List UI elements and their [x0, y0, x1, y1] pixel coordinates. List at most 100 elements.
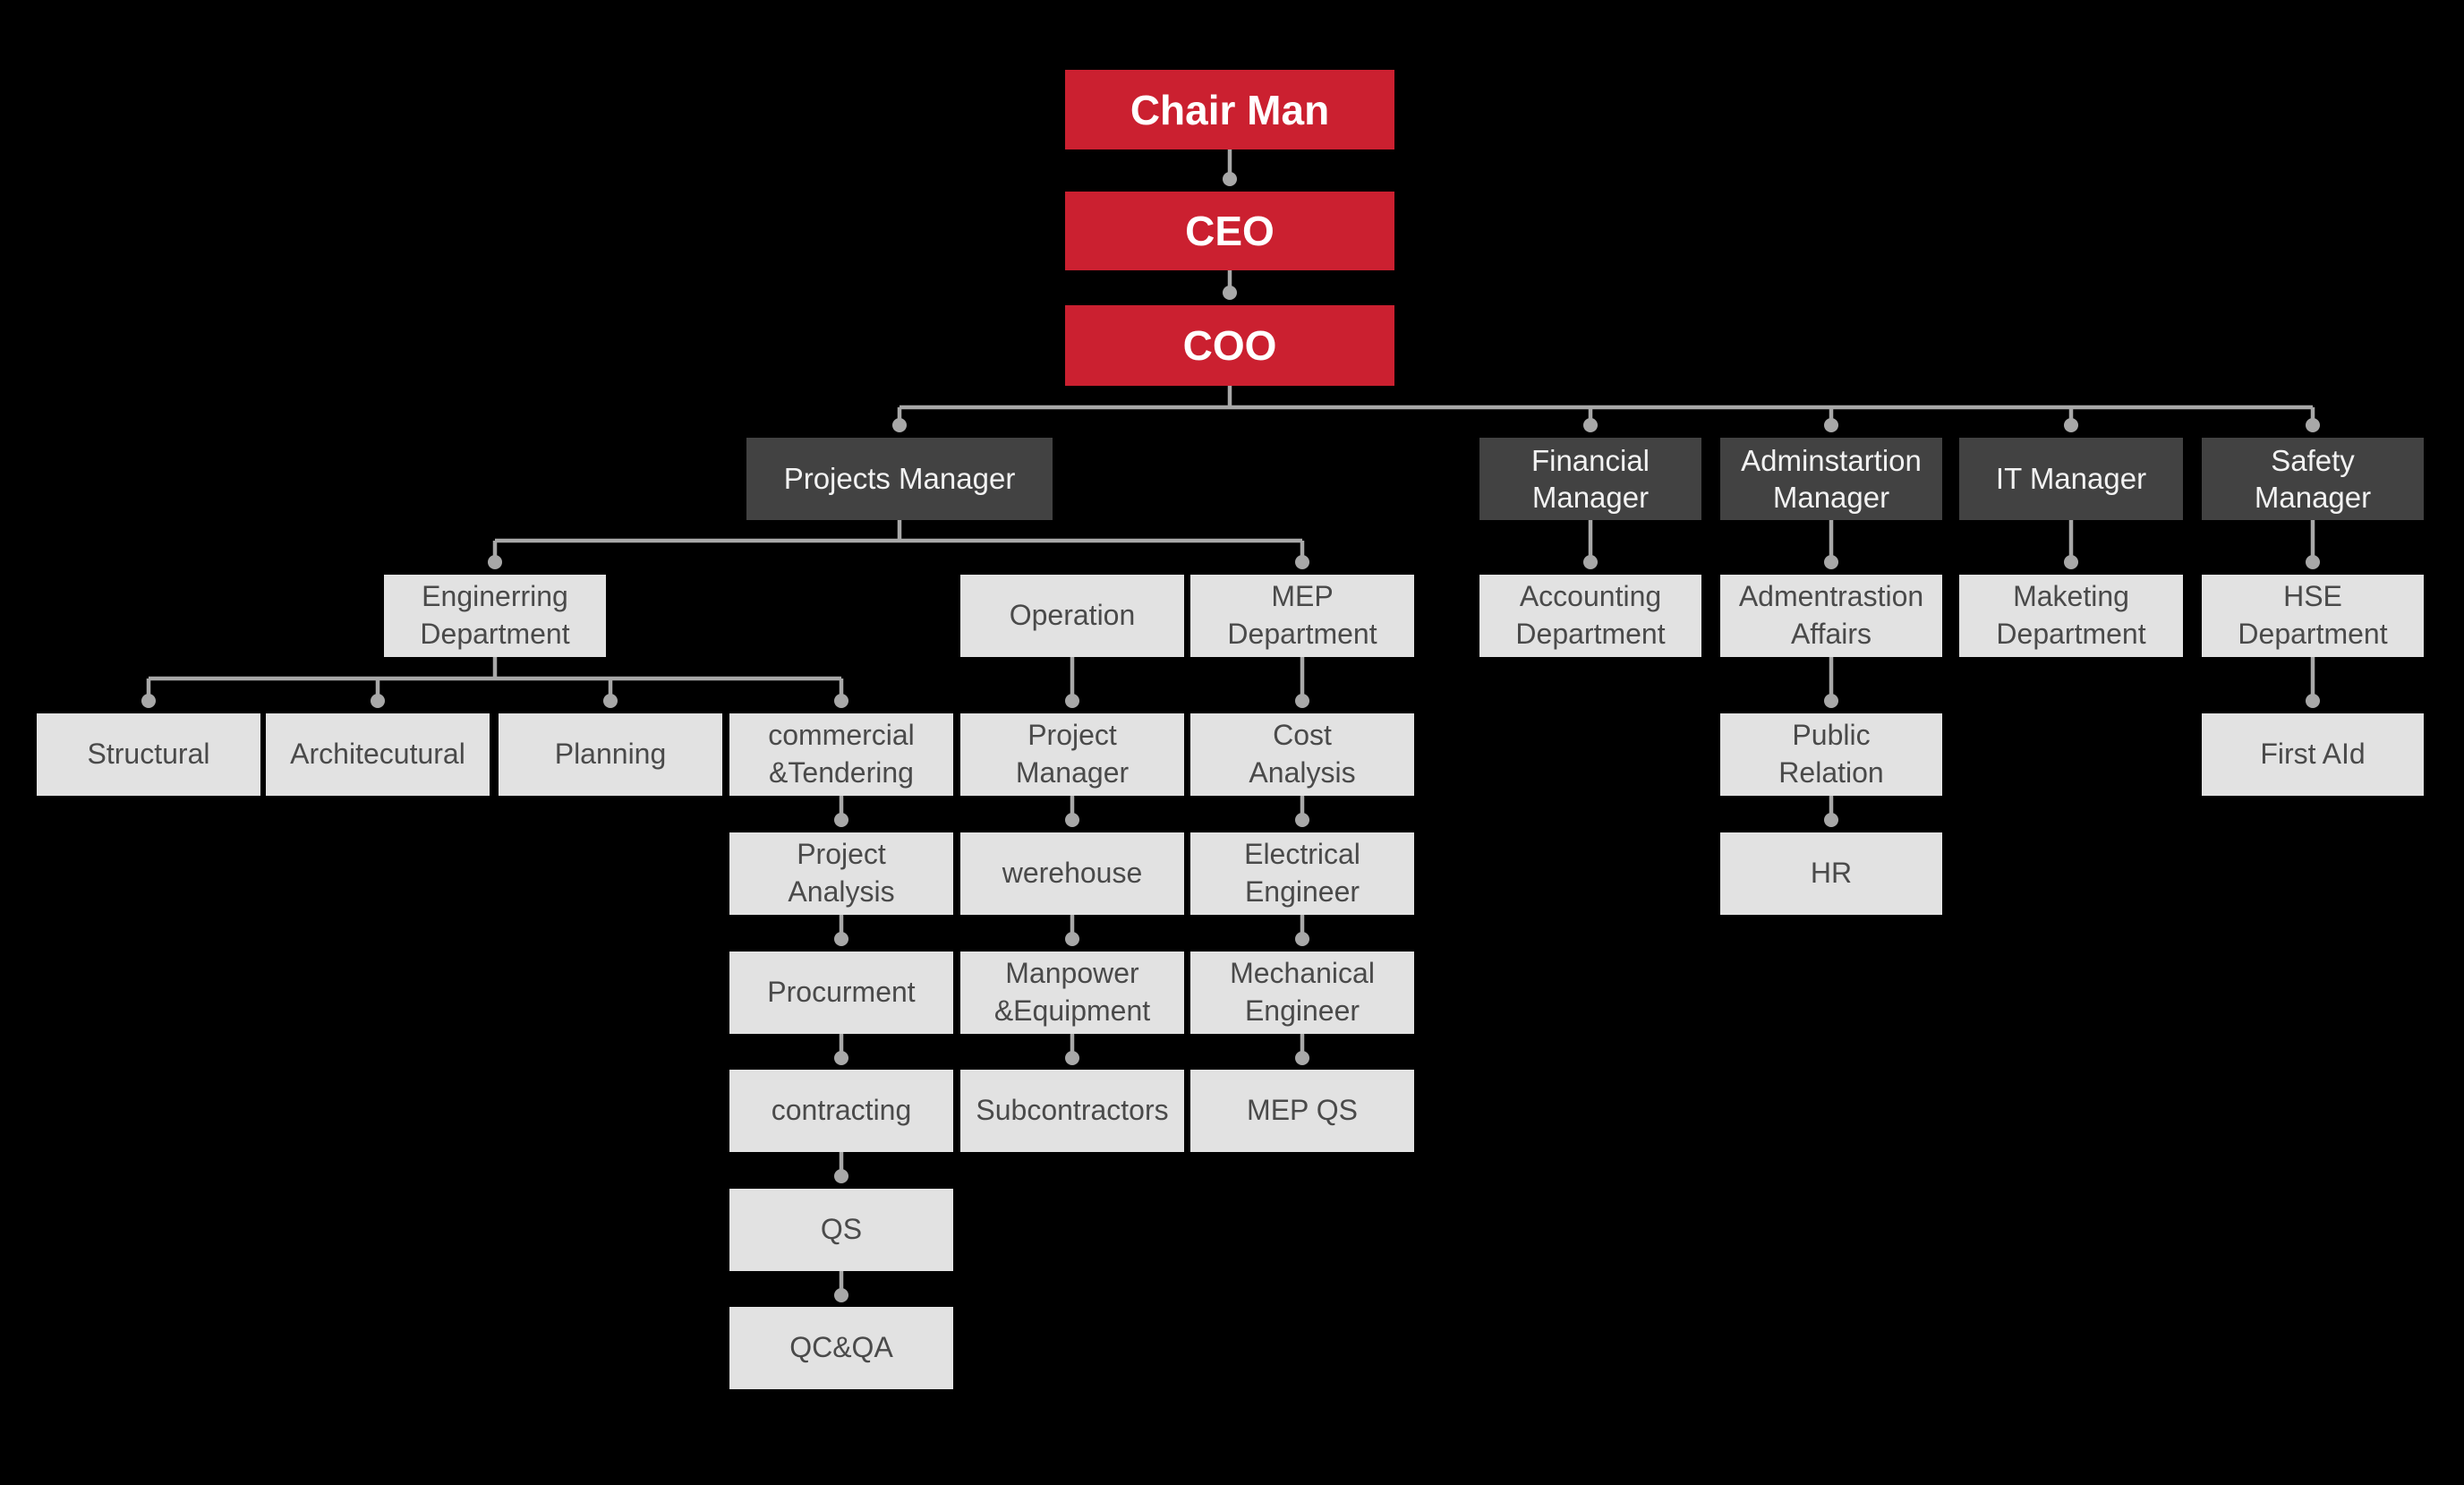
connector-dot — [1295, 932, 1309, 946]
org-node-procurment[interactable]: Procurment — [729, 952, 953, 1034]
org-node-it-manager[interactable]: IT Manager — [1959, 438, 2183, 520]
connector-dot — [1824, 418, 1838, 432]
org-node-mechanical-engineer[interactable]: Mechanical Engineer — [1190, 952, 1414, 1034]
connector-dot — [141, 694, 156, 708]
connector-dot — [1583, 418, 1598, 432]
org-node-operation[interactable]: Operation — [960, 575, 1184, 657]
org-node-werehouse-label: werehouse — [1002, 857, 1143, 890]
org-node-hr-label: HR — [1810, 857, 1853, 890]
connector-dot — [1065, 1051, 1079, 1065]
connector-dot — [1295, 555, 1309, 569]
org-node-maketing-department[interactable]: Maketing Department — [1959, 575, 2183, 657]
connector-dot — [834, 813, 848, 827]
org-node-architecutural[interactable]: Architecutural — [266, 713, 490, 796]
connector-dot — [1824, 813, 1838, 827]
connector-dot — [1065, 694, 1079, 708]
org-node-cost-analysis-label: Cost Analysis — [1249, 719, 1356, 789]
connector-dot — [2306, 694, 2320, 708]
org-node-it-manager-label: IT Manager — [1995, 462, 2147, 496]
org-node-qc-qa[interactable]: QC&QA — [729, 1307, 953, 1389]
org-node-electrical-engineer[interactable]: Electrical Engineer — [1190, 832, 1414, 915]
org-node-accounting-department[interactable]: Accounting Department — [1479, 575, 1701, 657]
org-node-enginerring-department[interactable]: Enginerring Department — [384, 575, 606, 657]
org-node-werehouse[interactable]: werehouse — [960, 832, 1184, 915]
org-node-architecutural-label: Architecutural — [290, 738, 465, 771]
org-node-ceo-label: CEO — [1185, 208, 1275, 254]
org-node-chairman[interactable]: Chair Man — [1065, 70, 1394, 149]
org-node-manpower-equipment[interactable]: Manpower &Equipment — [960, 952, 1184, 1034]
org-node-structural[interactable]: Structural — [37, 713, 260, 796]
org-node-mechanical-engineer-label: Mechanical Engineer — [1230, 957, 1375, 1027]
org-node-structural-label: Structural — [87, 738, 210, 771]
org-node-admentrastion-affairs[interactable]: Admentrastion Affairs — [1720, 575, 1942, 657]
connector-dot — [834, 1051, 848, 1065]
connector-dot — [371, 694, 385, 708]
org-node-projects-manager[interactable]: Projects Manager — [746, 438, 1053, 520]
org-node-mep-qs[interactable]: MEP QS — [1190, 1070, 1414, 1152]
org-node-hr[interactable]: HR — [1720, 832, 1942, 915]
connector-dot — [1295, 694, 1309, 708]
connector-dot — [488, 555, 502, 569]
org-node-ceo[interactable]: CEO — [1065, 192, 1394, 270]
connector-dot — [1065, 813, 1079, 827]
org-node-qs[interactable]: QS — [729, 1189, 953, 1271]
connector-dot — [2064, 418, 2078, 432]
org-node-manpower-equipment-label: Manpower &Equipment — [993, 957, 1151, 1027]
org-node-qs-label: QS — [820, 1213, 863, 1246]
org-node-cost-analysis[interactable]: Cost Analysis — [1190, 713, 1414, 796]
org-node-electrical-engineer-label: Electrical Engineer — [1244, 838, 1360, 908]
connector-dot — [834, 694, 848, 708]
org-node-commercial-tendering[interactable]: commercial &Tendering — [729, 713, 953, 796]
org-node-planning[interactable]: Planning — [499, 713, 722, 796]
org-node-accounting-department-label: Accounting Department — [1515, 580, 1666, 650]
org-node-safety-manager-label: Safety Manager — [2254, 443, 2372, 514]
org-node-maketing-department-label: Maketing Department — [1996, 580, 2146, 650]
org-node-mep-department[interactable]: MEP Department — [1190, 575, 1414, 657]
org-node-project-analysis[interactable]: Project Analysis — [729, 832, 953, 915]
connector-dot — [834, 1288, 848, 1302]
connector-dot — [834, 932, 848, 946]
org-node-first-aid[interactable]: First AId — [2202, 713, 2424, 796]
connector-dot — [1065, 932, 1079, 946]
connector-dot — [1583, 555, 1598, 569]
org-node-planning-label: Planning — [554, 738, 667, 771]
org-node-chairman-label: Chair Man — [1130, 86, 1330, 133]
org-node-project-manager-label: Project Manager — [1015, 719, 1130, 789]
org-node-public-relation[interactable]: Public Relation — [1720, 713, 1942, 796]
connector-dot — [1295, 1051, 1309, 1065]
org-node-hse-department[interactable]: HSE Department — [2202, 575, 2424, 657]
connector-dot — [2064, 555, 2078, 569]
org-node-operation-label: Operation — [1009, 599, 1136, 632]
connector-dot — [2306, 555, 2320, 569]
org-node-financial-manager[interactable]: Financial Manager — [1479, 438, 1701, 520]
org-node-qc-qa-label: QC&QA — [789, 1331, 893, 1364]
connector-dot — [603, 694, 618, 708]
org-node-subcontractors[interactable]: Subcontractors — [960, 1070, 1184, 1152]
org-node-contracting[interactable]: contracting — [729, 1070, 953, 1152]
org-node-financial-manager-label: Financial Manager — [1530, 443, 1650, 514]
connector-dot — [2306, 418, 2320, 432]
connector-dot — [1824, 694, 1838, 708]
connector-dot — [1295, 813, 1309, 827]
connector-dot — [1824, 555, 1838, 569]
org-node-safety-manager[interactable]: Safety Manager — [2202, 438, 2424, 520]
org-node-project-manager[interactable]: Project Manager — [960, 713, 1184, 796]
org-node-coo[interactable]: COO — [1065, 305, 1394, 386]
org-node-subcontractors-label: Subcontractors — [976, 1094, 1169, 1127]
org-node-adminstartion-manager-label: Adminstartion Manager — [1741, 443, 1922, 514]
connector-dot — [892, 418, 907, 432]
org-node-first-aid-label: First AId — [2260, 738, 2366, 771]
org-node-adminstartion-manager[interactable]: Adminstartion Manager — [1720, 438, 1942, 520]
org-node-mep-qs-label: MEP QS — [1247, 1094, 1358, 1127]
org-node-mep-department-label: MEP Department — [1227, 580, 1377, 650]
org-node-procurment-label: Procurment — [767, 976, 916, 1009]
connector-dot — [1223, 286, 1237, 300]
org-node-contracting-label: contracting — [771, 1094, 912, 1127]
org-node-public-relation-label: Public Relation — [1778, 719, 1884, 789]
org-node-enginerring-department-label: Enginerring Department — [420, 580, 570, 650]
org-node-commercial-tendering-label: commercial &Tendering — [768, 719, 915, 789]
connectors — [141, 149, 2320, 1302]
org-node-hse-department-label: HSE Department — [2238, 580, 2388, 650]
